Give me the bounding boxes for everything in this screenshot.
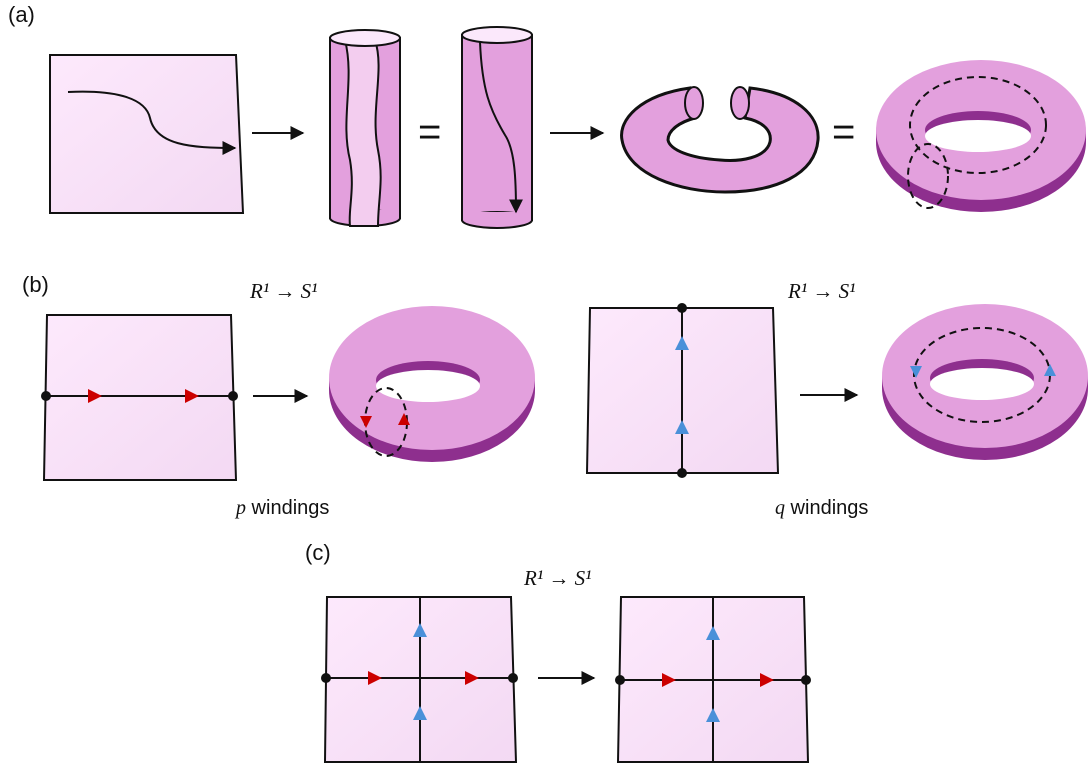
sheet-c-left <box>321 596 518 763</box>
endpoint-dot <box>801 675 811 685</box>
panel-b-right-map: R¹ → S¹ <box>787 279 855 303</box>
torus-q <box>882 304 1088 460</box>
panel-b-left-map: R¹ → S¹ <box>249 279 317 303</box>
sheet-c-right <box>615 596 811 763</box>
red-arrow-marker <box>662 673 676 687</box>
endpoint-dot <box>321 673 331 683</box>
endpoint-dot <box>41 391 51 401</box>
panel-b-label: (b) <box>22 272 49 297</box>
sheet-p-windings <box>41 314 238 481</box>
endpoint-dot <box>677 468 687 478</box>
equals-sign-2: = <box>832 110 855 154</box>
endpoint-dot <box>508 673 518 683</box>
blue-arrow-marker <box>675 336 689 350</box>
panel-c-label: (c) <box>305 540 331 565</box>
cylinder-seam <box>329 29 401 227</box>
blue-arrow-marker <box>413 706 427 720</box>
sheet-q-windings <box>585 303 780 478</box>
torus-p <box>329 306 535 462</box>
red-arrow-marker <box>360 416 372 428</box>
open-torus <box>620 86 820 194</box>
blue-arrow-marker <box>706 626 720 640</box>
blue-arrow-marker <box>1044 364 1056 376</box>
red-arrow-marker <box>185 389 199 403</box>
blue-arrow-marker <box>910 366 922 378</box>
endpoint-dot <box>228 391 238 401</box>
cylinder-path <box>461 26 533 229</box>
panel-a-sheet <box>49 54 245 214</box>
red-arrow-marker <box>368 671 382 685</box>
red-arrow-marker <box>465 671 479 685</box>
q-windings-caption: q windings <box>775 497 868 519</box>
panel-a-label: (a) <box>8 2 35 27</box>
blue-arrow-marker <box>675 420 689 434</box>
panel-c-map: R¹ → S¹ <box>523 566 591 590</box>
equals-sign-1: = <box>418 110 441 154</box>
endpoint-dot <box>677 303 687 313</box>
p-windings-caption: p windings <box>234 497 329 519</box>
blue-arrow-marker <box>706 708 720 722</box>
red-arrow-marker <box>398 413 410 425</box>
blue-arrow-marker <box>413 623 427 637</box>
torus-a <box>876 60 1086 212</box>
endpoint-dot <box>615 675 625 685</box>
red-arrow-marker <box>760 673 774 687</box>
red-arrow-marker <box>88 389 102 403</box>
